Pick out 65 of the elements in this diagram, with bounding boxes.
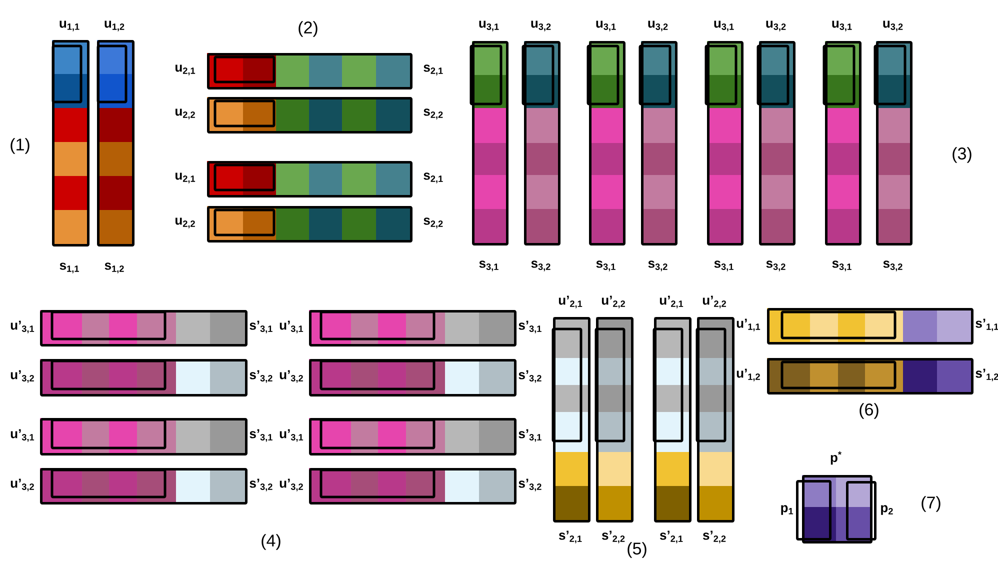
- bar-label: u$_{2,2}$: [176, 108, 195, 120]
- bar-label: s’$_{2,2}$: [702, 530, 726, 544]
- panel-number: (1): [10, 138, 30, 154]
- bar-label: s’$_{1,1}$: [976, 318, 998, 332]
- bar-label: p$_{1}$: [781, 505, 794, 515]
- bar-label: u’$_{3,2}$: [280, 478, 303, 492]
- bar-label: s$_{2,1}$: [424, 64, 443, 76]
- bar-label: u$_{2,2}$: [176, 218, 195, 228]
- bar-label: s$_{3,2}$: [883, 260, 902, 272]
- panel-number: (4): [262, 534, 280, 550]
- bar-label: u$_{3,1}$: [479, 20, 499, 32]
- bar-label: s$_{2,2}$: [424, 108, 443, 120]
- bar-label: u$_{3,2}$: [883, 20, 903, 32]
- bar-label: u$_{1,2}$: [104, 20, 124, 32]
- bar-label: s$_{3,1}$: [596, 260, 616, 272]
- bar-label: s$_{3,1}$: [714, 260, 734, 272]
- bar-label: u’$_{3,2}$: [280, 370, 303, 383]
- bar-label: p$^{*}$: [830, 451, 842, 465]
- bar-label: u’$_{3,1}$: [10, 320, 34, 334]
- bar-label: s’$_{2,2}$: [602, 530, 625, 544]
- panel-number: (5): [628, 542, 646, 558]
- bar-label: s$_{3,2}$: [766, 260, 786, 272]
- bar-label: s$_{3,1}$: [832, 260, 852, 272]
- bar-label: s’$_{2,1}$: [558, 530, 582, 544]
- bar-label: s’$_{3,2}$: [250, 478, 272, 492]
- bar-label: u’$_{3,2}$: [10, 370, 34, 383]
- bar-label: u’$_{2,2}$: [602, 296, 625, 308]
- bar-label: u’$_{1,2}$: [736, 368, 760, 382]
- bar-label: s$_{2,1}$: [424, 172, 443, 184]
- bar-label: s’$_{3,1}$: [250, 429, 272, 442]
- bar-label: u’$_{3,1}$: [280, 320, 304, 334]
- bar-label: u’$_{2,1}$: [558, 296, 582, 308]
- bar-label: u$_{3,1}$: [596, 20, 616, 32]
- bar-label: u$_{3,2}$: [648, 20, 668, 32]
- bar-label: s$_{3,2}$: [531, 260, 550, 272]
- bar-label: u’$_{2,2}$: [702, 296, 726, 308]
- bar-label: u$_{2,1}$: [176, 172, 196, 184]
- bar-label: s$_{3,2}$: [648, 260, 668, 272]
- bar-label: s$_{1,2}$: [104, 262, 124, 274]
- bar-label: u$_{2,1}$: [176, 64, 196, 76]
- bar-label: s$_{1,1}$: [60, 262, 79, 274]
- bar-label: s’$_{1,2}$: [976, 368, 998, 382]
- bar-label: u’$_{2,1}$: [660, 296, 684, 308]
- bar-label: u$_{3,1}$: [832, 20, 852, 32]
- bar-label: s’$_{3,2}$: [518, 370, 542, 383]
- bar-label: u’$_{3,1}$: [10, 429, 34, 442]
- bar-label: s’$_{3,1}$: [518, 320, 542, 334]
- bar-label: s’$_{3,1}$: [518, 429, 542, 442]
- bar-label: u$_{3,2}$: [766, 20, 786, 32]
- bar-label: u’$_{3,2}$: [10, 478, 34, 492]
- bar-label: s$_{3,1}$: [479, 260, 498, 272]
- panel-number: (2): [298, 21, 318, 37]
- panel-number: (3): [952, 147, 972, 163]
- bar-label: s’$_{3,1}$: [250, 320, 272, 334]
- bar-label: u$_{1,1}$: [60, 20, 80, 32]
- bar-label: u$_{3,2}$: [531, 20, 551, 32]
- bar-label: p$_{2}$: [881, 505, 893, 515]
- bar-label: s’$_{2,1}$: [660, 530, 683, 544]
- bar-label: s$_{2,2}$: [424, 218, 443, 228]
- bar-label: u$_{3,1}$: [714, 20, 734, 32]
- bar-label: s’$_{3,2}$: [250, 370, 272, 383]
- bar-label: u’$_{1,1}$: [736, 318, 760, 332]
- bar-label: u’$_{3,1}$: [280, 429, 304, 442]
- bar-label: s’$_{3,2}$: [518, 478, 542, 492]
- panel-number: (7): [922, 496, 940, 512]
